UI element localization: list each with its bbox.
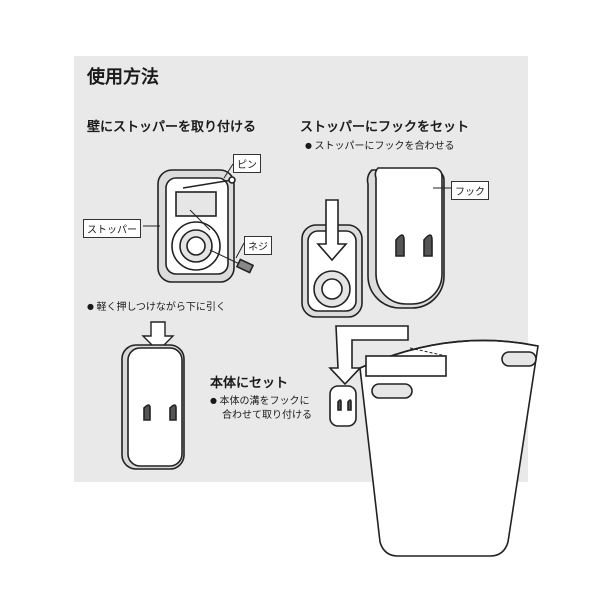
leader-lines-step1 (143, 163, 245, 259)
step2-heading: ストッパーにフックをセット (300, 120, 470, 135)
stopper-exploded-drawing (157, 169, 255, 283)
step3-note-line2: 合わせて取り付ける (222, 410, 312, 421)
basket-drawing (328, 325, 539, 557)
step3-heading: 本体にセット (210, 376, 289, 391)
step1-note: 軽く押しつけながら下に引く (87, 298, 226, 313)
mounted-stopper-drawing (121, 344, 185, 470)
label-hook: フック (451, 181, 489, 200)
step1-heading: 壁にストッパーを取り付ける (87, 120, 257, 135)
step2-note: ストッパーにフックを合わせる (305, 137, 455, 152)
label-stopper: ストッパー (83, 219, 141, 238)
stopper-hook-drawing (301, 167, 445, 318)
down-arrow-step1 (141, 321, 175, 352)
label-screw: ネジ (244, 236, 272, 255)
step3-note-line1: 本体の溝をフックに (210, 392, 310, 407)
label-pin: ピン (233, 154, 261, 173)
page-title: 使用方法 (87, 67, 159, 88)
